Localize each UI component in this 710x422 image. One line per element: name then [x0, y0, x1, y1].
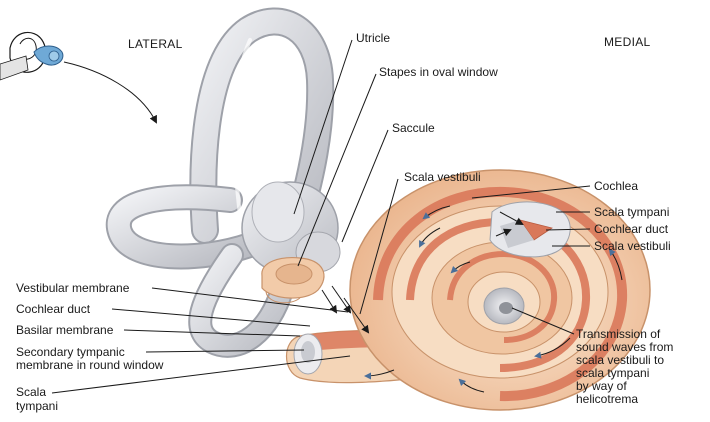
wave-arrows: [321, 211, 524, 334]
ear-thumbnail-icon: [0, 31, 64, 81]
cochlea: [286, 169, 651, 411]
lateral-label: LATERAL: [128, 37, 183, 51]
scala-tympani-left-label: Scala tympani: [16, 385, 58, 413]
medial-label: MEDIAL: [604, 35, 651, 49]
svg-text:by way of: by way of: [576, 379, 627, 393]
saccule-label: Saccule: [392, 121, 435, 135]
transmission-label: Transmission of sound waves from scala v…: [576, 327, 673, 406]
svg-text:membrane in round window: membrane in round window: [16, 358, 164, 372]
svg-text:Secondary tympanic: Secondary tympanic: [16, 345, 125, 359]
utricle-label: Utricle: [356, 31, 390, 45]
stapes: [261, 257, 325, 304]
scala-vestibuli-top-label: Scala vestibuli: [404, 170, 481, 184]
svg-text:scala tympani: scala tympani: [576, 366, 649, 380]
basilar-membrane-label: Basilar membrane: [16, 323, 114, 337]
cochlear-duct-left-label: Cochlear duct: [16, 302, 91, 316]
vestibular-membrane-label: Vestibular membrane: [16, 281, 130, 295]
cochlear-duct-right-label: Cochlear duct: [594, 222, 669, 236]
scala-tympani-right-label: Scala tympani: [594, 205, 669, 219]
svg-text:Scala: Scala: [16, 385, 46, 399]
pointer-arrow: [63, 61, 157, 124]
cochlea-label: Cochlea: [594, 179, 638, 193]
svg-text:Transmission of: Transmission of: [576, 327, 661, 341]
scala-vestibuli-right-label: Scala vestibuli: [594, 239, 671, 253]
svg-text:scala vestibuli to: scala vestibuli to: [576, 353, 664, 367]
svg-text:helicotrema: helicotrema: [576, 392, 638, 406]
svg-text:tympani: tympani: [16, 399, 58, 413]
svg-text:sound waves from: sound waves from: [576, 340, 673, 354]
semicircular-canals: [105, 7, 341, 358]
stapes-label: Stapes in oval window: [379, 65, 498, 79]
secondary-tympanic-label: Secondary tympanic membrane in round win…: [16, 345, 164, 372]
